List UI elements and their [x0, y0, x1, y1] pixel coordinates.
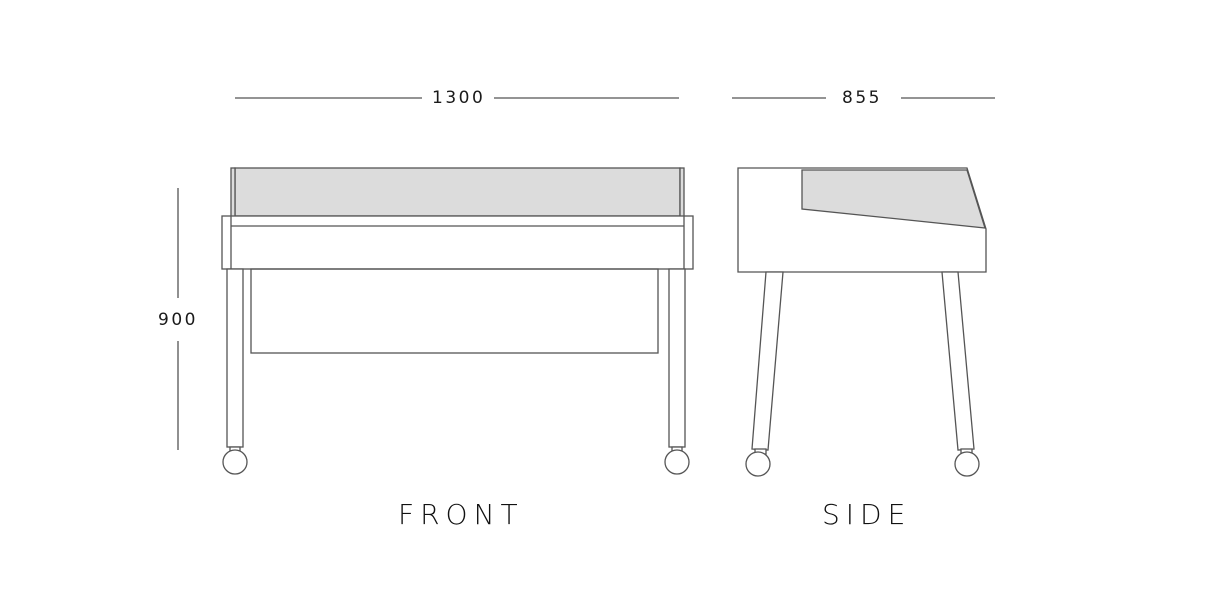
- front-back-panel: [234, 167, 681, 217]
- front-view: [221, 167, 694, 475]
- front-left-leg: [226, 268, 244, 448]
- depth-dimension-label: 855: [842, 88, 882, 108]
- side-view-label: SIDE: [822, 498, 912, 531]
- side-front-wheel: [745, 451, 771, 477]
- side-shaded-panel: [801, 169, 986, 229]
- front-left-wheel: [222, 449, 248, 475]
- height-dimension-label: 900: [158, 310, 198, 330]
- front-view-label: FRONT: [398, 498, 524, 531]
- front-modesty-panel: [250, 268, 659, 354]
- width-dimension-label: 1300: [432, 88, 486, 108]
- side-back-leg: [941, 271, 975, 451]
- front-right-leg: [668, 268, 686, 448]
- front-body: [221, 215, 694, 270]
- front-right-wheel: [664, 449, 690, 475]
- side-view: [737, 167, 987, 477]
- side-front-leg: [751, 271, 784, 451]
- side-back-wheel: [954, 451, 980, 477]
